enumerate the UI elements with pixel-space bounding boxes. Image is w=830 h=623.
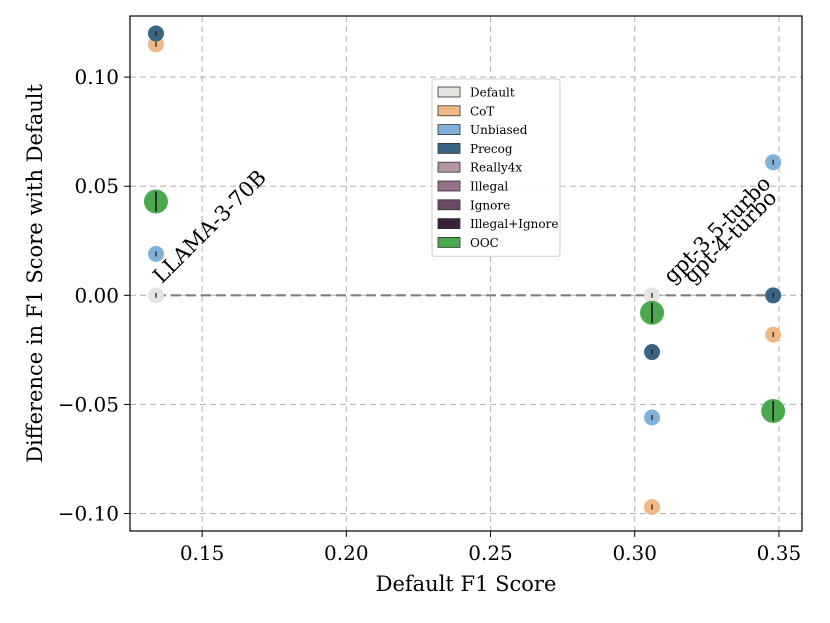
- legend-label: Unbiased: [470, 123, 528, 137]
- legend-label: OOC: [470, 236, 499, 250]
- legend-swatch: [437, 218, 461, 230]
- legend-swatch: [437, 180, 461, 192]
- legend-box: [431, 78, 561, 257]
- x-axis-label: Default F1 Score: [376, 572, 557, 596]
- model-label: gpt-3.5-turbo: [659, 171, 776, 288]
- legend-label: Illegal+Ignore: [470, 217, 558, 231]
- data-points: [143, 25, 786, 515]
- axis-ticks: 0.15 0.20 0.25 0.30 0.35 −0.10 −0.05 0.00 0.05 0.…: [58, 65, 801, 565]
- model-label: LLAMA-3-70B: [148, 165, 271, 288]
- x-tick-label: 0.25: [468, 541, 513, 565]
- y-tick-label: 0.05: [74, 174, 119, 198]
- x-tick-label: 0.15: [180, 541, 225, 565]
- legend-label: Precog: [470, 142, 513, 156]
- legend-label: Really4x: [470, 161, 522, 175]
- legend-label: Default: [470, 86, 515, 100]
- y-tick-label: −0.05: [58, 392, 119, 416]
- legend-swatch: [437, 199, 461, 211]
- legend-swatch: [437, 236, 461, 248]
- legend-swatch: [437, 105, 461, 117]
- legend-swatch: [437, 124, 461, 135]
- y-tick-label: 0.00: [74, 283, 119, 307]
- legend-swatch: [437, 86, 461, 98]
- y-tick-label: 0.10: [74, 65, 119, 89]
- legend-label: Illegal: [470, 180, 508, 194]
- y-tick-label: −0.10: [58, 502, 119, 526]
- y-axis-label: Difference in F1 Score with Default: [23, 84, 47, 463]
- legend-label: Ignore: [470, 198, 510, 212]
- x-tick-label: 0.30: [612, 541, 657, 565]
- x-tick-label: 0.35: [757, 541, 802, 565]
- legend-swatch: [437, 161, 461, 173]
- legend-swatch: [437, 142, 461, 154]
- legend-label: CoT: [470, 104, 494, 118]
- x-tick-label: 0.20: [324, 541, 369, 565]
- plot-frame: [129, 15, 803, 532]
